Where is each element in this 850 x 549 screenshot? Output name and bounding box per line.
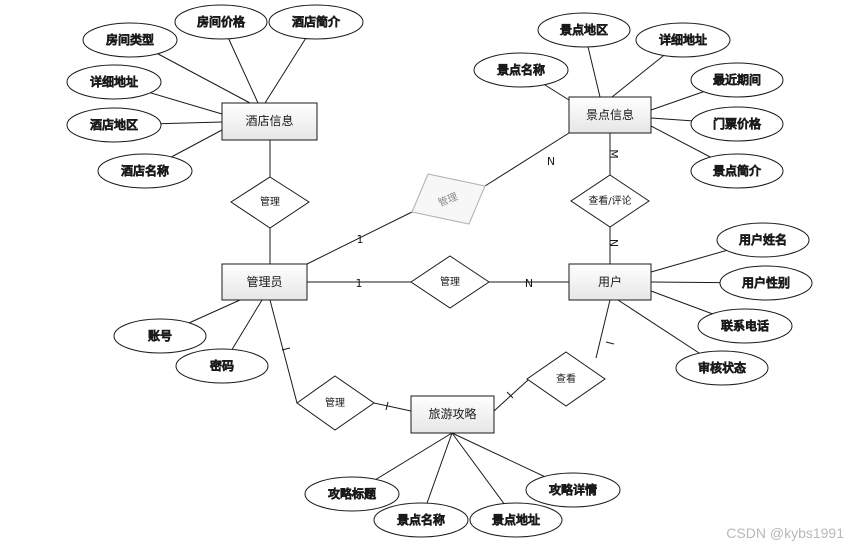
attr-room-price: 房间价格 <box>174 4 268 40</box>
svg-text:酒店名称: 酒店名称 <box>121 163 169 178</box>
svg-text:攻略标题: 攻略标题 <box>328 486 376 501</box>
svg-text:旅游攻略: 旅游攻略 <box>428 406 476 421</box>
attr-recent-period: 最近期间 <box>690 62 784 98</box>
card-user-side-of-admin: N <box>525 277 533 290</box>
svg-text:门票价格: 门票价格 <box>713 116 761 131</box>
svg-text:景点简介: 景点简介 <box>713 164 761 178</box>
svg-text:管理: 管理 <box>260 195 280 208</box>
attr-guide-detail: 攻略详情 <box>525 472 621 508</box>
svg-text:密码: 密码 <box>210 358 234 373</box>
card-spot-side-of-admin: N <box>547 155 555 168</box>
svg-text:查看/评论: 查看/评论 <box>588 194 631 207</box>
entity-user: 用户 <box>568 263 652 301</box>
attr-guide-spot-name: 景点名称 <box>373 502 469 538</box>
rel-user-spot: 查看/评论 <box>570 174 650 228</box>
attr-guide-title: 攻略标题 <box>304 476 400 512</box>
svg-text:攻略详情: 攻略详情 <box>549 482 597 497</box>
svg-text:管理: 管理 <box>325 396 345 409</box>
svg-text:景点地区: 景点地区 <box>560 23 608 37</box>
svg-text:房间价格: 房间价格 <box>197 14 245 29</box>
card-admin-side-of-spot: 1 <box>357 233 364 246</box>
attr-hotel-address: 详细地址 <box>66 64 162 100</box>
svg-text:账号: 账号 <box>148 329 172 343</box>
svg-text:详细地址: 详细地址 <box>90 74 138 89</box>
svg-text:景点名称: 景点名称 <box>397 512 445 527</box>
svg-text:管理: 管理 <box>440 275 460 288</box>
attr-password: 密码 <box>175 348 269 384</box>
rel-admin-spot: 管理 <box>411 173 486 225</box>
svg-text:审核状态: 审核状态 <box>698 360 746 375</box>
entity-hotel-info: 酒店信息 <box>221 102 318 141</box>
attr-ticket-price: 门票价格 <box>690 106 784 142</box>
card-spot-side-of-user: M <box>607 149 620 159</box>
rel-admin-user: 管理 <box>410 255 490 309</box>
attr-user-gender: 用户性别 <box>719 265 813 301</box>
svg-text:景点信息: 景点信息 <box>586 107 634 122</box>
attr-phone: 联系电话 <box>697 308 793 344</box>
svg-text:最近期间: 最近期间 <box>713 73 761 87</box>
svg-text:用户: 用户 <box>598 274 622 289</box>
attr-guide-spot-address: 景点地址 <box>469 502 563 538</box>
card-admin-side-of-user: 1 <box>356 277 363 290</box>
svg-text:房间类型: 房间类型 <box>106 32 154 47</box>
svg-text:查看: 查看 <box>556 372 576 385</box>
attr-spot-area: 景点地区 <box>537 12 631 48</box>
attr-hotel-intro: 酒店简介 <box>268 4 364 40</box>
entity-spot-info: 景点信息 <box>568 96 652 134</box>
svg-text:管理员: 管理员 <box>246 274 282 289</box>
entity-admin: 管理员 <box>221 263 308 301</box>
attr-review-status: 审核状态 <box>675 350 769 386</box>
attr-account: 账号 <box>113 318 207 354</box>
rel-admin-hotel: 管理 <box>230 176 310 229</box>
attr-spot-address: 详细地址 <box>635 22 731 58</box>
svg-text:景点名称: 景点名称 <box>497 62 545 77</box>
svg-text:酒店简介: 酒店简介 <box>292 15 340 29</box>
svg-text:用户性别: 用户性别 <box>742 275 790 290</box>
card-user-side-of-spot: N <box>607 239 620 247</box>
attr-hotel-name: 酒店名称 <box>97 153 193 189</box>
rel-admin-guide: 管理 <box>296 375 375 431</box>
svg-text:详细地址: 详细地址 <box>659 32 707 47</box>
rel-user-guide: 查看 <box>526 351 606 407</box>
entity-guide: 旅游攻略 <box>410 395 495 434</box>
svg-text:酒店信息: 酒店信息 <box>245 113 293 128</box>
attr-spot-name: 景点名称 <box>473 52 569 88</box>
attr-spot-intro: 景点简介 <box>690 153 784 189</box>
svg-text:景点地址: 景点地址 <box>492 513 540 527</box>
connector-ticks <box>281 341 615 411</box>
svg-text:联系电话: 联系电话 <box>721 319 769 333</box>
svg-text:用户姓名: 用户姓名 <box>739 232 787 247</box>
svg-text:酒店地区: 酒店地区 <box>90 118 138 132</box>
attr-room-type: 房间类型 <box>82 22 178 58</box>
attr-hotel-area: 酒店地区 <box>66 107 162 143</box>
attr-user-name: 用户姓名 <box>716 222 810 258</box>
watermark: CSDN @kybs1991 <box>726 525 844 541</box>
